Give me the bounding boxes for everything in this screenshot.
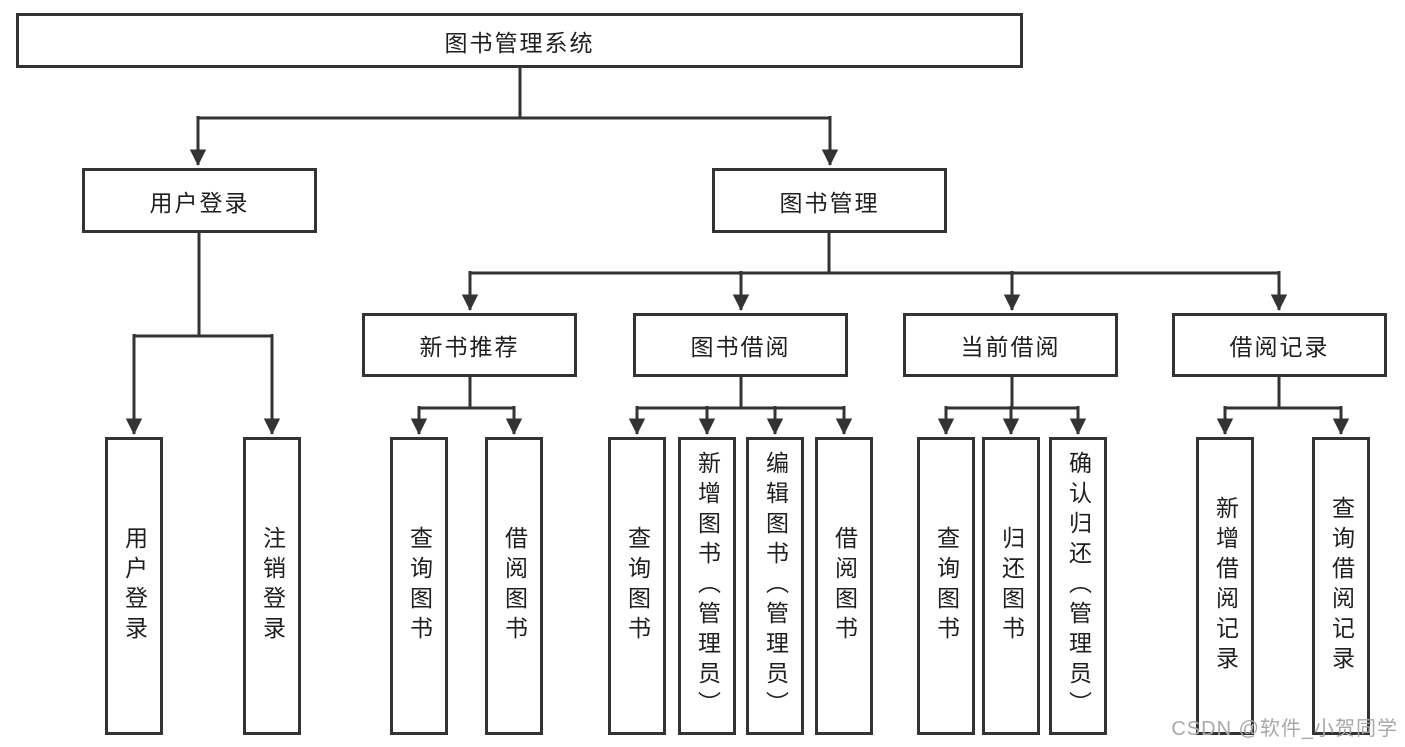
leaf-query-books-borrow-label: 查询图书 [624, 526, 651, 646]
leaf-query-books-current: 查询图书 [917, 437, 975, 735]
leaf-query-books-recommend: 查询图书 [390, 437, 448, 735]
leaf-logout-label: 注销登录 [259, 526, 286, 646]
leaf-query-books-recommend-label: 查询图书 [406, 526, 433, 646]
node-book-borrow-label: 图书借阅 [690, 334, 791, 360]
leaf-confirm-return-admin: 确认归还（管理员） [1049, 437, 1107, 735]
leaf-add-book-admin-label: 新增图书（管理员） [694, 451, 721, 721]
node-new-book-recommend: 新书推荐 [362, 313, 577, 377]
node-new-book-recommend-label: 新书推荐 [419, 334, 520, 360]
leaf-borrow-books-label: 借阅图书 [831, 526, 858, 646]
leaf-confirm-return-admin-label: 确认归还（管理员） [1065, 451, 1092, 721]
leaf-user-login: 用户登录 [105, 437, 163, 735]
leaf-borrow-books-recommend: 借阅图书 [485, 437, 543, 735]
node-book-management: 图书管理 [712, 168, 947, 233]
leaf-borrow-books-recommend-label: 借阅图书 [501, 526, 528, 646]
node-book-management-label: 图书管理 [779, 189, 880, 216]
node-current-borrow-label: 当前借阅 [960, 334, 1061, 360]
node-borrow-records-label: 借阅记录 [1229, 334, 1330, 360]
leaf-edit-book-admin: 编辑图书（管理员） [746, 437, 804, 735]
leaf-add-borrow-record: 新增借阅记录 [1196, 437, 1254, 735]
node-current-borrow: 当前借阅 [903, 313, 1118, 377]
leaf-borrow-books: 借阅图书 [815, 437, 873, 735]
node-user-login: 用户登录 [82, 168, 317, 233]
leaf-user-login-label: 用户登录 [121, 526, 148, 646]
leaf-add-borrow-record-label: 新增借阅记录 [1212, 496, 1239, 676]
leaf-add-book-admin: 新增图书（管理员） [678, 437, 736, 735]
leaf-query-borrow-record-label: 查询借阅记录 [1328, 496, 1355, 676]
leaf-edit-book-admin-label: 编辑图书（管理员） [762, 451, 789, 721]
node-root-label: 图书管理系统 [444, 29, 595, 56]
watermark: CSDN @软件_小贺同学 [1171, 718, 1398, 740]
leaf-logout: 注销登录 [243, 437, 301, 735]
leaf-query-books-current-label: 查询图书 [933, 526, 960, 646]
node-user-login-label: 用户登录 [149, 189, 250, 216]
node-root: 图书管理系统 [16, 13, 1023, 68]
leaf-return-book-label: 归还图书 [998, 526, 1025, 646]
node-book-borrow: 图书借阅 [633, 313, 848, 377]
leaf-query-books-borrow: 查询图书 [608, 437, 666, 735]
leaf-return-book: 归还图书 [982, 437, 1040, 735]
leaf-query-borrow-record: 查询借阅记录 [1312, 437, 1370, 735]
node-borrow-records: 借阅记录 [1172, 313, 1387, 377]
